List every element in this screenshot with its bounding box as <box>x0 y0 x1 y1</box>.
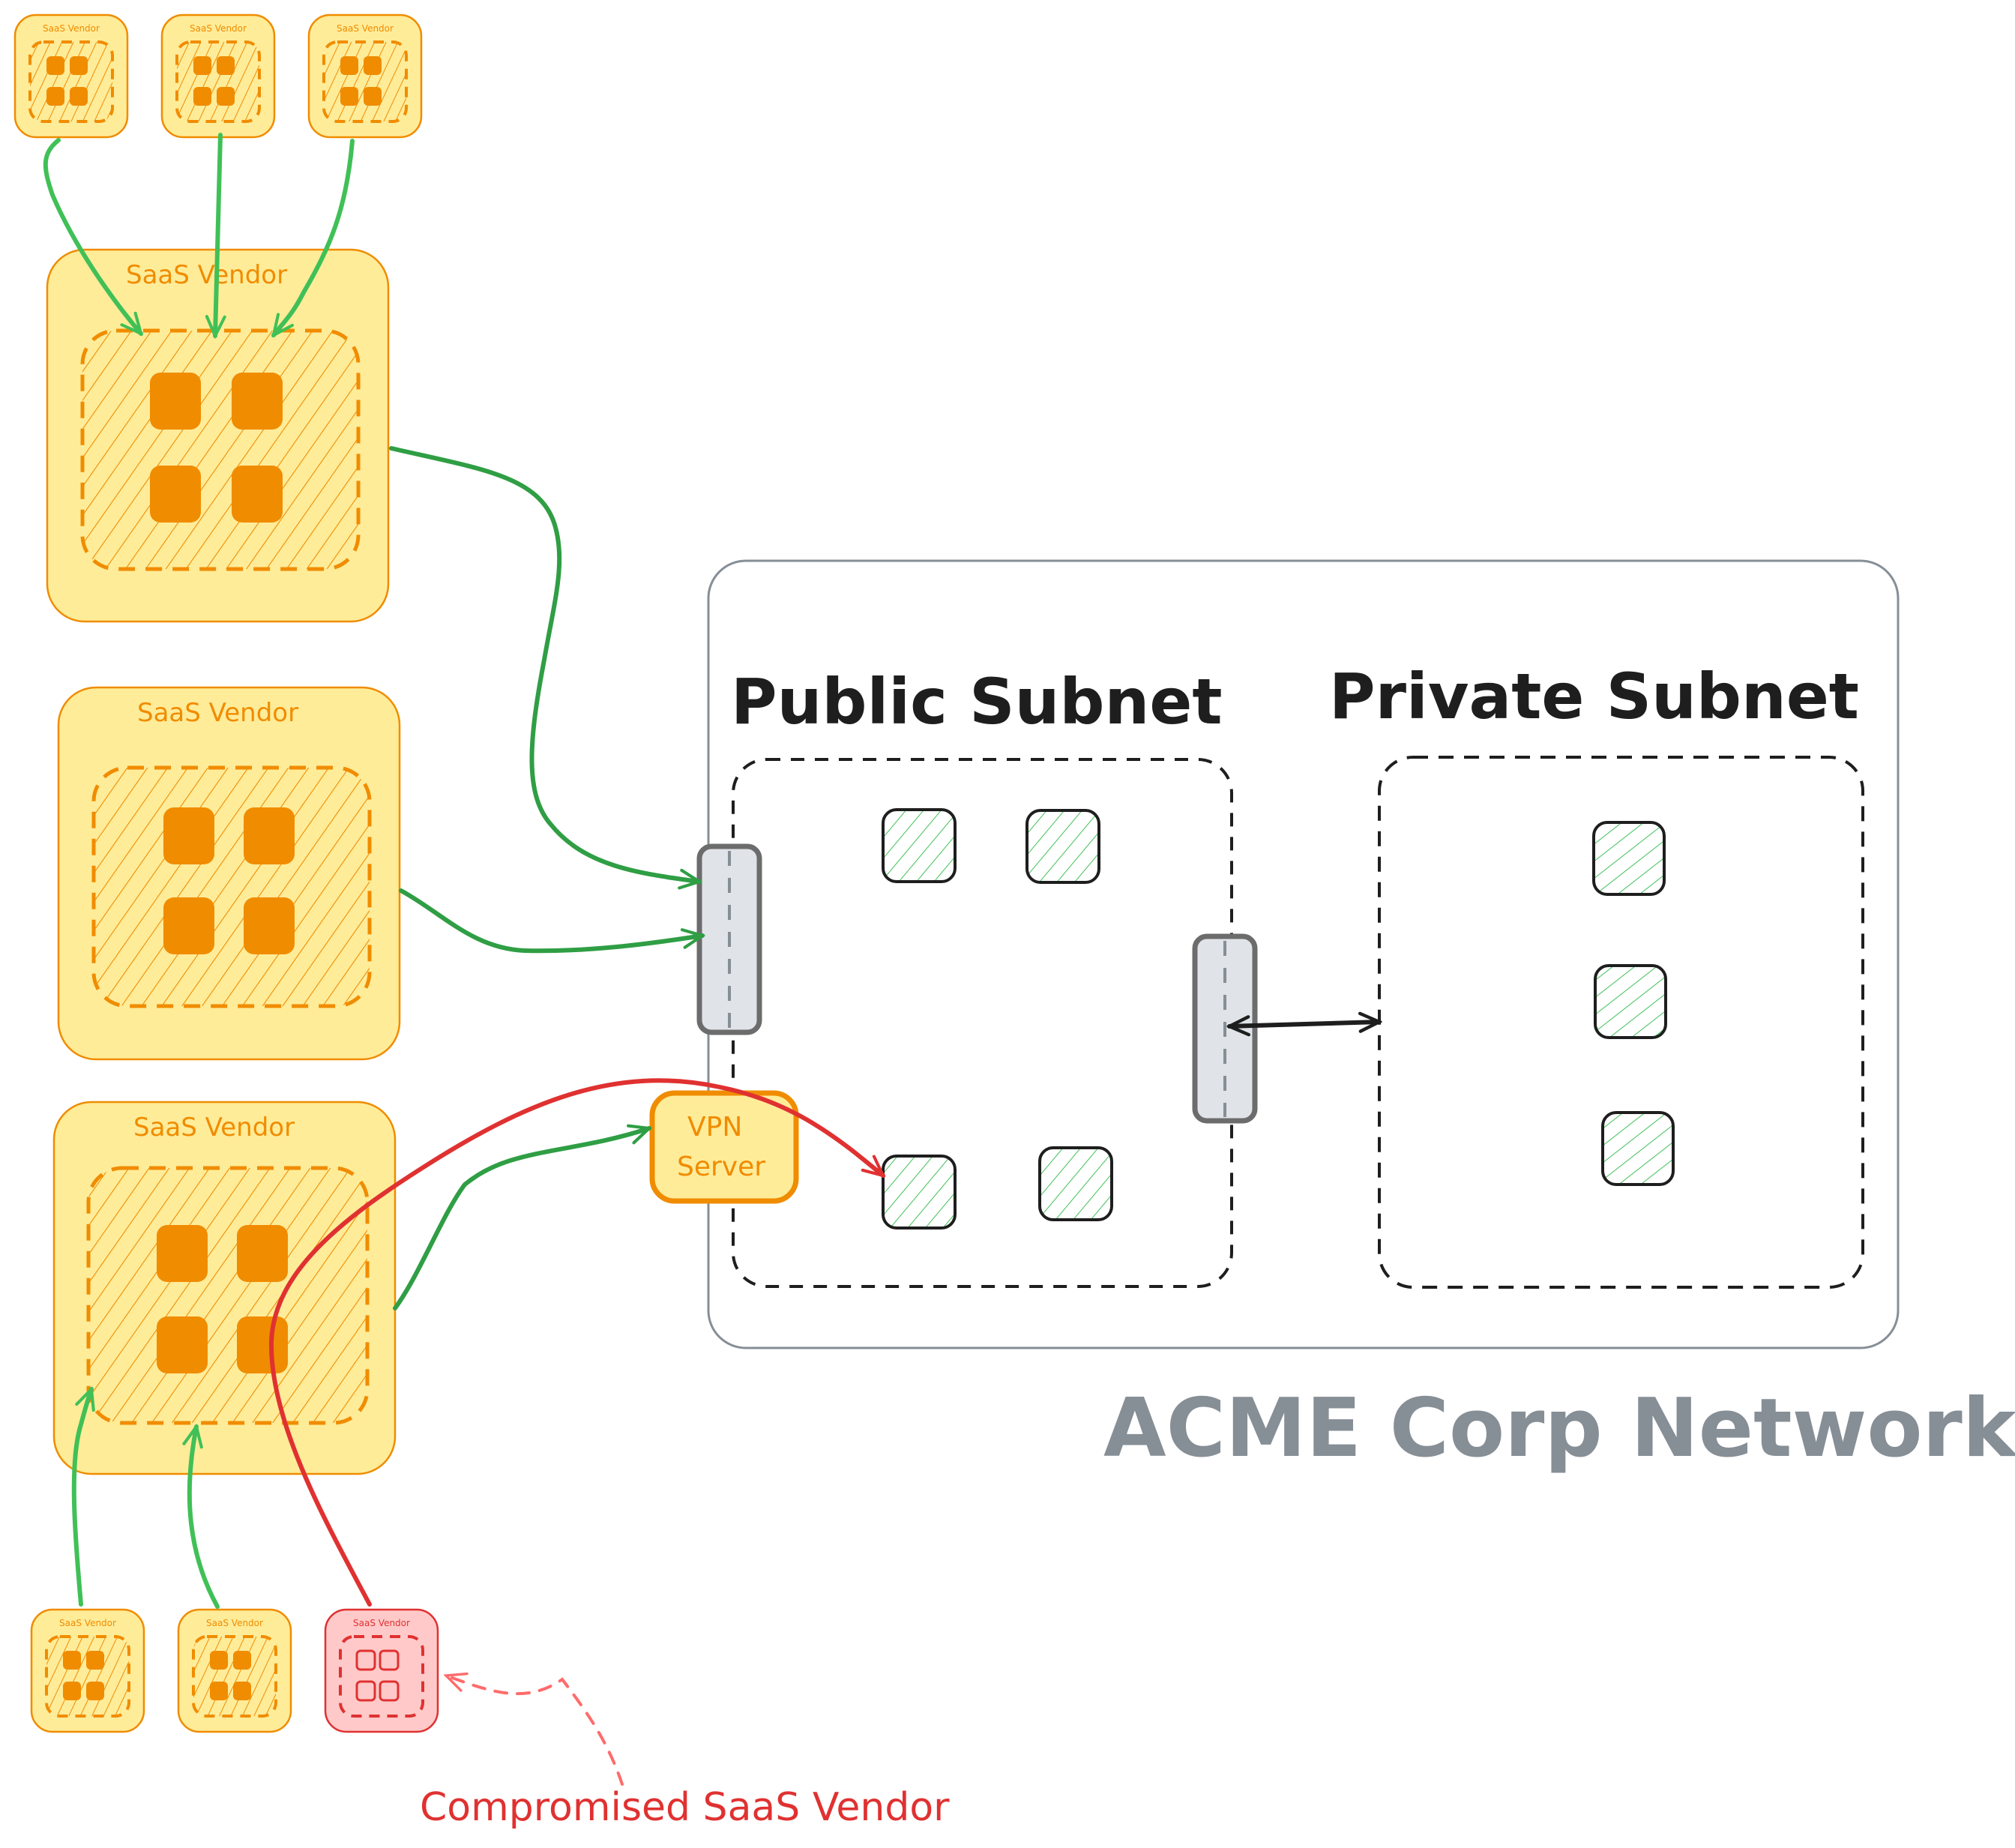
public-host-3[interactable] <box>882 1155 957 1230</box>
arrow-vendor-large-top-to-ingress-gateway[interactable] <box>389 446 699 882</box>
arrow-small-top-2-to-vendor-large-top[interactable] <box>215 133 220 336</box>
vendor-node <box>244 807 295 864</box>
vendor-label: SaaS Vendor <box>190 23 247 34</box>
vendor-label: SaaS Vendor <box>337 23 394 34</box>
network-title: ACME Corp Network <box>1103 1382 2015 1475</box>
public-subnet-title: Public Subnet <box>731 665 1222 738</box>
vendor-node <box>379 1680 400 1702</box>
vendor-cluster <box>339 1635 424 1718</box>
vendor-node <box>355 1649 376 1671</box>
vendor-small-bottom-1[interactable]: SaaS Vendor <box>30 1608 145 1733</box>
public-ingress-gateway[interactable] <box>696 843 762 1035</box>
vpn-server[interactable]: VPN Server <box>649 1090 799 1204</box>
public-host-4[interactable] <box>1038 1146 1113 1221</box>
arrow-small-bottom-2-to-vendor-large-bottom[interactable] <box>190 1427 220 1609</box>
vendor-node <box>233 1651 251 1670</box>
private-host-overlays <box>1592 821 1675 1186</box>
vendor-label: SaaS Vendor <box>353 1618 410 1628</box>
vendor-node <box>340 87 358 106</box>
vendor-small-bottom-3[interactable]: SaaS Vendor <box>324 1608 439 1733</box>
arrow-small-bottom-1-to-vendor-large-bottom[interactable] <box>71 1389 91 1607</box>
vendor-node <box>193 87 211 106</box>
vendor-node <box>217 87 235 106</box>
vendor-node <box>163 897 214 954</box>
private-host-1-box[interactable] <box>1592 821 1666 896</box>
vendor-label: SaaS Vendor <box>206 1618 263 1628</box>
vendor-node <box>193 56 211 75</box>
arrow-internal-gateway-to-private-subnet[interactable] <box>1229 1022 1379 1026</box>
vendor-node <box>157 1225 208 1282</box>
vendor-node <box>86 1682 104 1700</box>
vendor-small-top-3[interactable]: SaaS Vendor <box>307 13 423 139</box>
vendor-node <box>70 87 88 106</box>
arrow-small-top-3-to-vendor-large-top[interactable] <box>271 139 355 335</box>
vendor-cluster <box>28 40 114 123</box>
vendor-node <box>340 56 358 75</box>
vendor-node <box>150 466 201 523</box>
arrow-compromised-to-public-host[interactable] <box>268 1078 883 1607</box>
vendor-node <box>163 807 214 864</box>
vendor-small-top-1[interactable]: SaaS Vendor <box>13 13 129 139</box>
vendor-small-top-2[interactable]: SaaS Vendor <box>160 13 276 139</box>
vendor-cluster <box>45 1635 130 1718</box>
vendor-large-top[interactable]: SaaS Vendor <box>46 248 390 623</box>
vendor-node <box>355 1680 376 1702</box>
arrow-vendor-large-bottom-to-vpn[interactable] <box>393 1128 649 1310</box>
vpn-server-label-line2: Server <box>677 1152 765 1182</box>
vendor-node <box>150 373 201 430</box>
vendor-node <box>237 1225 288 1282</box>
vendor-node <box>232 373 283 430</box>
vpn-server-box <box>649 1090 799 1204</box>
vendor-label: SaaS Vendor <box>137 698 298 728</box>
vendor-node <box>217 56 235 75</box>
vendor-node <box>63 1682 81 1700</box>
vendor-node <box>46 56 64 75</box>
vendor-large-middle[interactable]: SaaS Vendor <box>57 686 401 1061</box>
vendor-node <box>233 1682 251 1700</box>
vendor-node <box>237 1316 288 1373</box>
arrow-annotation-to-compromised-vendor <box>446 1676 624 1786</box>
vendor-label: SaaS Vendor <box>126 260 287 290</box>
private-host-2-box[interactable] <box>1594 964 1667 1039</box>
vendor-node <box>86 1651 104 1670</box>
vendor-node <box>210 1682 228 1700</box>
vendor-node <box>379 1649 400 1671</box>
vendor-small-bottom-2[interactable]: SaaS Vendor <box>177 1608 292 1733</box>
vendor-label: SaaS Vendor <box>43 23 100 34</box>
vendor-node <box>70 56 88 75</box>
compromised-vendor-annotation: Compromised SaaS Vendor <box>420 1785 950 1830</box>
vendor-box <box>324 1608 439 1733</box>
vendor-cluster <box>322 40 408 123</box>
connections <box>43 133 1379 1786</box>
public-host-1[interactable] <box>882 808 957 883</box>
vendor-cluster <box>86 1166 370 1425</box>
arrow-small-top-1-to-vendor-large-top[interactable] <box>43 138 141 334</box>
private-host-3-box[interactable] <box>1601 1111 1675 1186</box>
public-subnet[interactable] <box>732 758 1233 1288</box>
acme-network: Public Subnet Private Subnet <box>649 559 2015 1475</box>
vendor-node <box>364 56 382 75</box>
small-vendors-bottom: SaaS Vendor SaaS Vendor SaaS Vendor <box>30 1608 439 1733</box>
vendor-node <box>244 897 295 954</box>
vendor-cluster <box>192 1635 277 1718</box>
small-vendors-top: SaaS Vendor SaaS Vendor SaaS Vendor <box>13 13 423 139</box>
vendor-label: SaaS Vendor <box>59 1618 116 1628</box>
vendor-node <box>210 1651 228 1670</box>
vendor-label: SaaS Vendor <box>133 1113 295 1143</box>
arrow-vendor-large-middle-to-ingress-gateway[interactable] <box>399 888 702 954</box>
vendor-node <box>232 466 283 523</box>
vendor-large-bottom[interactable]: SaaS Vendor <box>52 1101 397 1475</box>
vendor-node <box>46 87 64 106</box>
public-host-2[interactable] <box>1025 809 1100 884</box>
vpn-server-label-line1: VPN <box>687 1112 742 1143</box>
internal-gateway[interactable] <box>1192 933 1258 1124</box>
private-subnet-title: Private Subnet <box>1329 660 1859 733</box>
vendor-node <box>157 1316 208 1373</box>
vendor-cluster <box>91 765 372 1008</box>
vendor-cluster <box>80 328 361 571</box>
vendor-node <box>63 1651 81 1670</box>
vendor-node <box>364 87 382 106</box>
vendor-cluster <box>175 40 261 123</box>
